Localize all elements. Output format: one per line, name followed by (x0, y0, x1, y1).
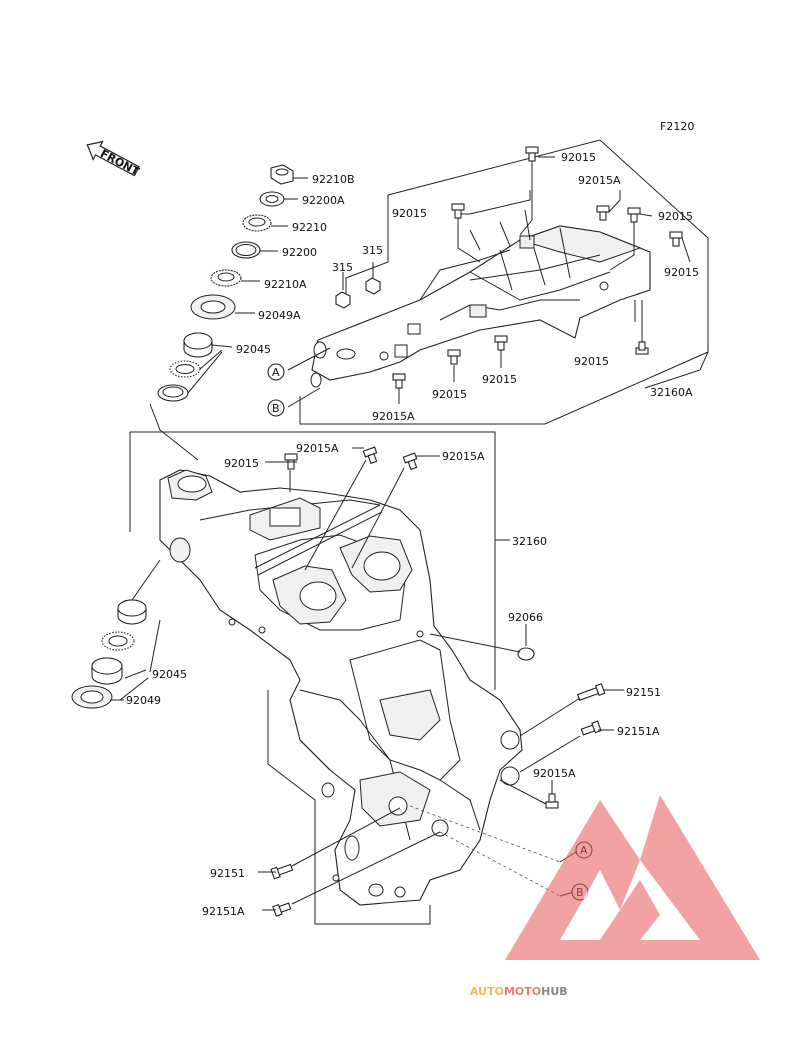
front-arrow-icon: FRONT (86, 140, 142, 179)
bolt-icon (402, 452, 418, 471)
rear-subframe-icon (310, 225, 651, 388)
label-92200A: 92200A (302, 194, 345, 207)
bolt-icon (580, 720, 602, 736)
bolt-icon (627, 207, 641, 223)
label-92015-3: 92015 (658, 210, 693, 223)
label-315-b: 315 (332, 261, 353, 274)
label-92015A-3: 92015A (296, 442, 339, 455)
bolt-icon (451, 203, 465, 219)
figure-code: F2120 (660, 120, 694, 133)
label-92015A-1: 92015A (578, 174, 621, 187)
label-92210: 92210 (292, 221, 327, 234)
label-92015A-2: 92015A (372, 410, 415, 423)
bolt-icon (392, 373, 406, 389)
label-92045-bot: 92045 (152, 668, 187, 681)
svg-text:A: A (272, 366, 280, 379)
callout-b-top: B (267, 399, 285, 417)
label-32160: 32160 (512, 535, 547, 548)
label-92015-8: 92015 (224, 457, 259, 470)
lower-bearing-icon (101, 631, 135, 651)
label-92015-6: 92015 (482, 373, 517, 386)
cap-icon (517, 647, 535, 661)
nut-icon (335, 291, 351, 309)
label-92049A: 92049A (258, 309, 301, 322)
bolt-icon (447, 349, 461, 365)
label-92015-7: 92015 (432, 388, 467, 401)
washer-icon (259, 191, 285, 207)
nut-icon (365, 277, 381, 295)
label-92015A-5: 92015A (533, 767, 576, 780)
grease-seal-icon (190, 294, 236, 320)
callout-a-top: A (267, 363, 285, 381)
bolt-icon (494, 335, 508, 351)
label-92151A-1: 92151A (617, 725, 660, 738)
watermark-logo-icon (505, 795, 760, 960)
label-92015-4: 92015 (664, 266, 699, 279)
bolt-icon (272, 902, 292, 917)
label-92045-top: 92045 (236, 343, 271, 356)
lower-bearing-race-icon (117, 599, 147, 625)
label-315-a: 315 (362, 244, 383, 257)
label-92015-5: 92015 (574, 355, 609, 368)
label-92015A-4: 92015A (442, 450, 485, 463)
lock-nut-icon (242, 214, 272, 232)
label-92015-2: 92015 (392, 207, 427, 220)
bolt-icon (284, 453, 298, 470)
bolt-icon (270, 863, 294, 880)
label-92049: 92049 (126, 694, 161, 707)
label-92210A: 92210A (264, 278, 307, 291)
bolt-icon (669, 231, 683, 247)
lower-grease-seal-icon (71, 685, 113, 709)
front-label: FRONT (98, 147, 142, 178)
label-92151-2: 92151 (210, 867, 245, 880)
label-32160A: 32160A (650, 386, 693, 399)
label-92200: 92200 (282, 246, 317, 259)
svg-text:B: B (272, 402, 280, 415)
bolt-icon (362, 446, 378, 465)
lower-inner-race-icon (91, 657, 123, 685)
label-92210B: 92210B (312, 173, 355, 186)
bolt-icon (545, 793, 559, 809)
label-92015-1: 92015 (561, 151, 596, 164)
upper-outer-race-icon (157, 384, 189, 402)
main-frame-icon (159, 469, 523, 906)
stem-nut-icon (210, 269, 242, 287)
bolt-icon (635, 341, 649, 355)
lock-washer-icon (231, 241, 261, 259)
bolt-icon (596, 205, 610, 221)
upper-bearing-race-icon (183, 332, 213, 358)
label-92151-1: 92151 (626, 686, 661, 699)
bolt-icon (576, 683, 606, 701)
watermark-text: AUTOMOTOHUB (470, 985, 568, 998)
label-92066: 92066 (508, 611, 543, 624)
steering-stem-nut-icon (270, 164, 294, 185)
upper-bearing-icon (169, 360, 201, 378)
label-92151A-2: 92151A (202, 905, 245, 918)
